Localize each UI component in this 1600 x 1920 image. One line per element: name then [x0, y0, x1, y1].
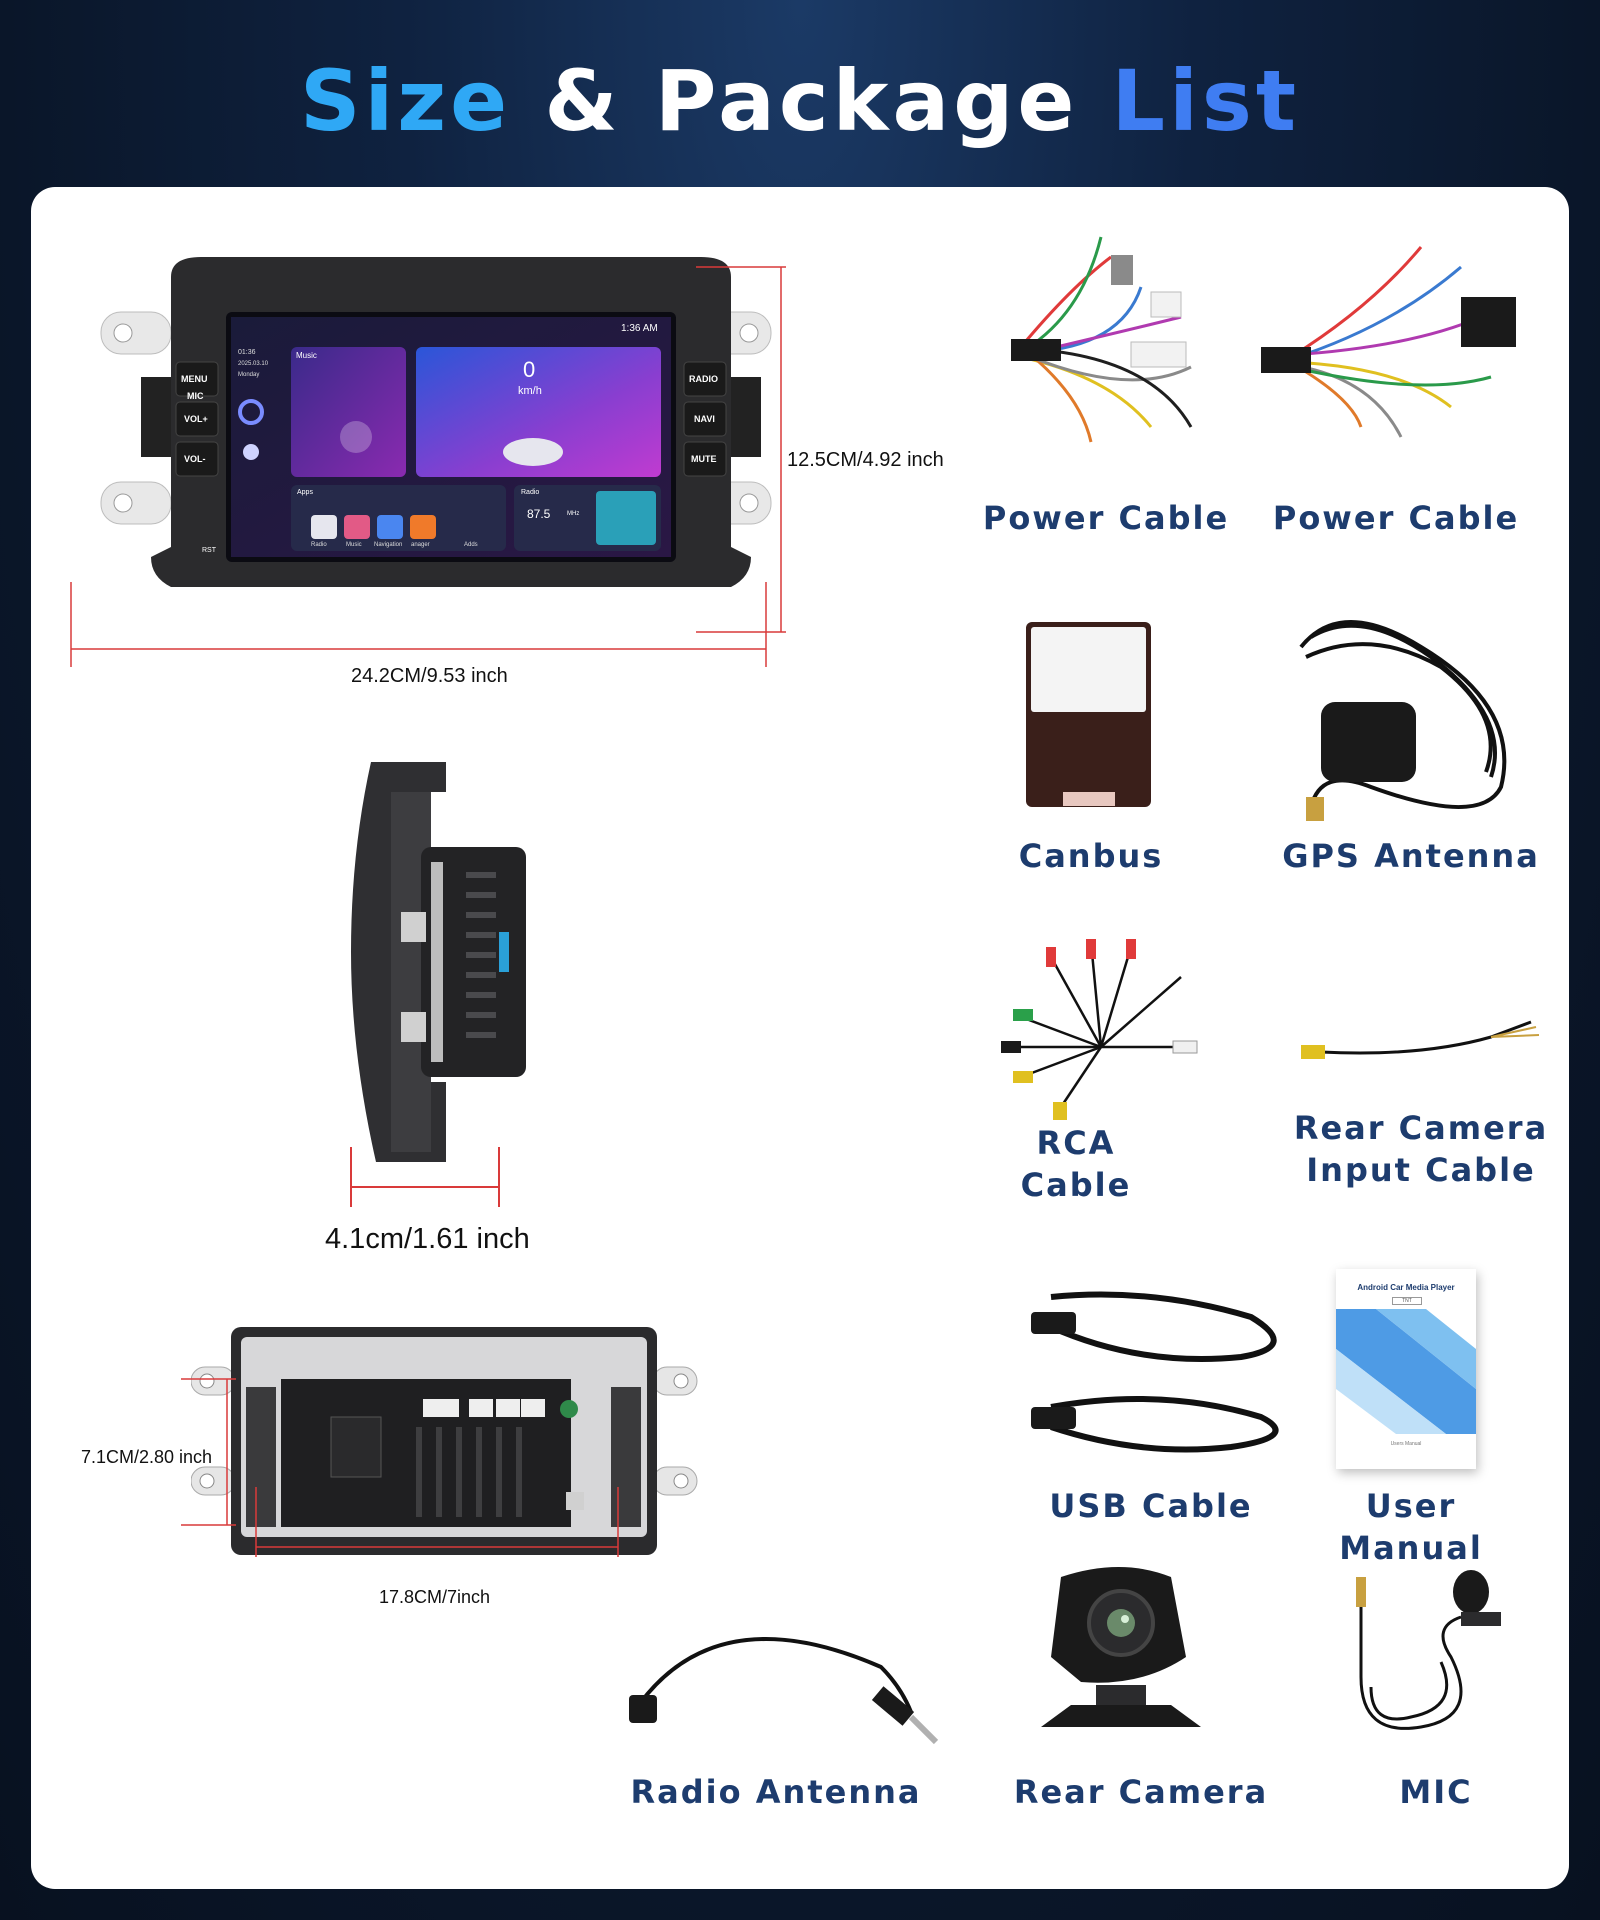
dimension-rear-height: 7.1CM/2.80 inch	[81, 1447, 213, 1467]
power-cable-2-image	[1261, 246, 1516, 438]
clock-time: 01:36	[238, 349, 256, 356]
package-radio-antenna: Radio Antenna	[630, 1773, 922, 1811]
title-part-size: Size	[299, 52, 512, 150]
front-dimension-lines	[70, 266, 786, 667]
button-rst: RST	[202, 547, 216, 554]
rear-dimension-lines	[181, 1378, 619, 1557]
mic-image	[1356, 1570, 1501, 1730]
app-adds: Adds	[464, 542, 478, 548]
radio-frequency: 87.5	[527, 507, 551, 521]
package-usb-cable: USB Cable	[1049, 1487, 1253, 1525]
package-gps-antenna: GPS Antenna	[1282, 837, 1540, 875]
package-mic: MIC	[1399, 1773, 1473, 1811]
status-time: 1:36 AM	[621, 323, 658, 334]
dimension-width: 24.2CM/9.53 inch	[351, 665, 508, 687]
dimension-rear-width: 17.8CM/7inch	[379, 1587, 491, 1607]
page-title: Size & Package List	[0, 52, 1600, 150]
package-rear-camera: Rear Camera	[1013, 1773, 1269, 1811]
package-power-cable-2: Power Cable	[1272, 499, 1520, 537]
side-dimension-lines	[350, 1147, 500, 1207]
speed-unit: km/h	[518, 385, 542, 397]
button-navi: NAVI	[694, 414, 715, 424]
button-vol-up: VOL+	[184, 414, 208, 424]
dimension-height: 12.5CM/4.92 inch	[787, 449, 944, 471]
button-mute: MUTE	[691, 454, 717, 464]
gps-antenna-image	[1299, 620, 1507, 821]
clock-date: 2025.03.10	[238, 361, 269, 367]
app-music: Music	[346, 542, 362, 548]
package-rca-cable: RCA Cable	[1020, 1124, 1132, 1204]
manual-title: Android Car Media Player	[1357, 1283, 1455, 1292]
manual-footer: Users Manual	[1390, 1441, 1422, 1447]
user-manual-image: Android Car Media Player TNT Users Manua…	[1336, 1269, 1476, 1469]
package-power-cable-1: Power Cable	[982, 499, 1230, 537]
rca-cable-image	[1001, 939, 1198, 1120]
radio-widget-label: Radio	[521, 489, 540, 496]
button-menu: MENU	[181, 374, 208, 384]
app-radio: Radio	[311, 542, 327, 548]
speed-value: 0	[523, 357, 536, 382]
content-panel: MIC MENU VOL+ VOL- RST RADIO NAVI MUTE 1…	[31, 187, 1569, 1889]
manual-badge: TNT	[1392, 1297, 1422, 1305]
head-unit-rear-view	[191, 1327, 711, 1567]
apps-label: Apps	[297, 489, 313, 496]
dimension-depth: 4.1cm/1.61 inch	[325, 1223, 530, 1255]
head-unit-side-view	[331, 752, 551, 1172]
title-part-list: List	[1111, 52, 1301, 150]
clock-day: Monday	[238, 372, 260, 378]
button-vol-down: VOL-	[184, 454, 206, 464]
package-rear-camera-input-cable-line2: Input Cable	[1306, 1151, 1536, 1189]
power-cable-1-image	[1011, 236, 1193, 443]
music-widget-label: Music	[296, 351, 317, 360]
head-unit-front-view: MIC MENU VOL+ VOL- RST RADIO NAVI MUTE 1…	[61, 257, 841, 667]
package-rear-camera-input-cable-line1: Rear Camera	[1293, 1109, 1549, 1147]
app-navigation: Navigation	[374, 542, 403, 548]
button-label-mic: MIC	[187, 391, 204, 401]
app-manager: anager	[411, 542, 430, 548]
package-user-manual: User Manual	[1339, 1487, 1483, 1567]
rear-camera-input-cable-image	[1301, 1020, 1540, 1059]
title-part-package: & Package	[544, 52, 1079, 150]
radio-unit: MHz	[567, 511, 580, 517]
button-radio: RADIO	[689, 374, 718, 384]
usb-cable-image	[1031, 1291, 1279, 1453]
radio-antenna-image	[629, 1637, 939, 1745]
rear-camera-image	[1041, 1567, 1201, 1727]
canbus-image	[1026, 622, 1151, 807]
package-canbus: Canbus	[1018, 837, 1164, 875]
